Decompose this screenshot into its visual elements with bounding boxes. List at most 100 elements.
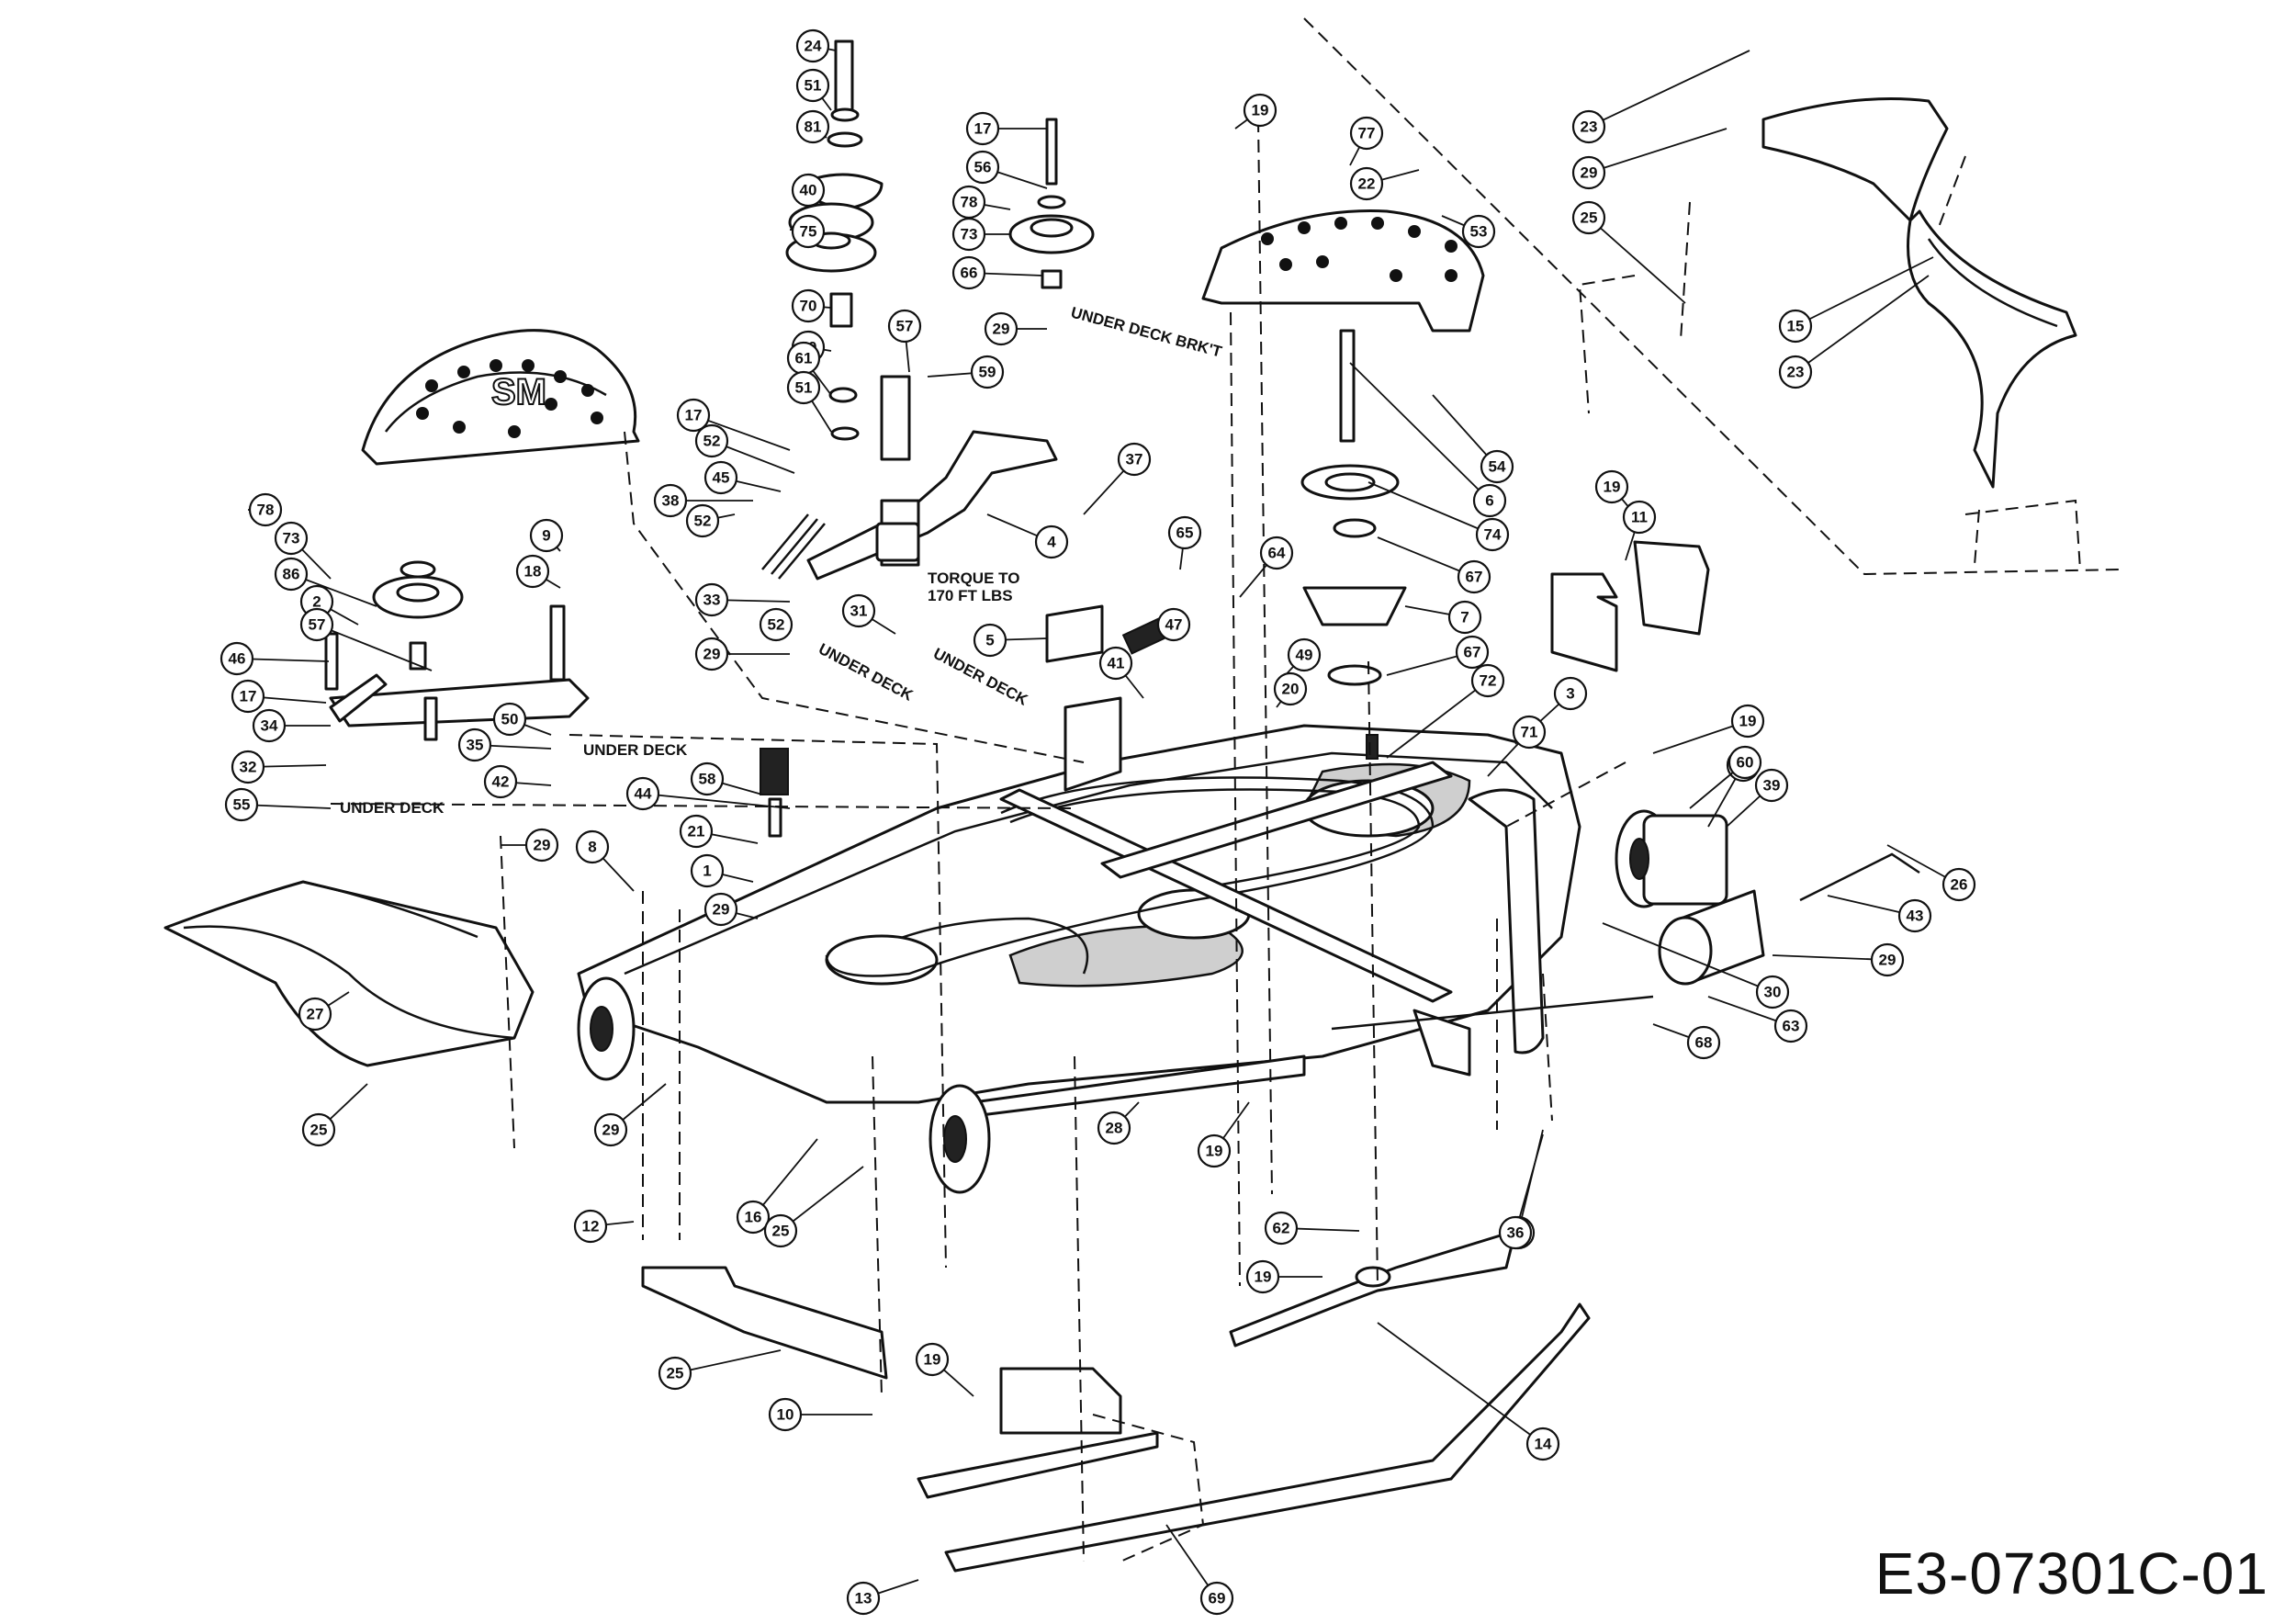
callout-7: 7 — [1404, 600, 1482, 635]
callout-circle — [984, 311, 1019, 346]
callout-leader — [1377, 536, 1475, 578]
callout-19: 19 — [915, 1342, 974, 1397]
belt-guard-bracket — [1045, 604, 1122, 792]
callout-leader — [1588, 217, 1686, 304]
callout-47: 47 — [1156, 607, 1191, 642]
callout-10: 10 — [768, 1397, 872, 1432]
callout-number: 51 — [795, 379, 813, 397]
callout-leader — [642, 793, 791, 809]
callout-number: 66 — [961, 265, 978, 282]
callout-circle — [759, 607, 793, 642]
bagger-section-divider — [1303, 17, 2122, 576]
callout-circle — [1941, 867, 1976, 902]
left-idler-assembly — [324, 560, 590, 741]
callout-circle — [483, 764, 518, 799]
callout-number: 21 — [688, 823, 705, 840]
callout-number: 25 — [667, 1365, 684, 1382]
callout-9: 9 — [529, 518, 564, 553]
callout-number: 69 — [1209, 1590, 1226, 1607]
deck-lift-frame — [999, 761, 1545, 1077]
callout-number: 62 — [1273, 1220, 1290, 1237]
callout-29: 29 — [1772, 942, 1905, 977]
callout-71: 71 — [1487, 715, 1547, 777]
callout-number: 19 — [1252, 102, 1269, 119]
callout-number: 35 — [467, 737, 484, 754]
callout-number: 47 — [1165, 616, 1183, 634]
callout-86: 86 — [274, 557, 377, 607]
callout-number: 24 — [805, 38, 822, 55]
callout-circle — [1594, 469, 1629, 504]
callout-number: 5 — [985, 632, 994, 649]
callout-circle — [492, 702, 527, 737]
idler-arm — [806, 375, 1058, 581]
callout-number: 9 — [542, 527, 550, 545]
callout-number: 72 — [1480, 672, 1497, 690]
callout-circle — [1622, 500, 1657, 535]
callout-circle — [1897, 898, 1932, 933]
callout-leader — [1652, 720, 1749, 754]
callout-number: 57 — [309, 616, 326, 634]
callout-leader — [1795, 256, 1934, 327]
baffle-plate-12 — [641, 1266, 888, 1380]
callout-circle — [653, 483, 688, 518]
callout-31: 31 — [841, 593, 896, 635]
callout-29: 29 — [1571, 128, 1728, 190]
callout-circle — [274, 521, 309, 556]
callout-20: 20 — [1273, 671, 1308, 708]
callout-circle — [1264, 1211, 1299, 1246]
callout-65: 65 — [1167, 515, 1202, 570]
callout-number: 81 — [805, 118, 822, 136]
mower-blade — [1229, 1229, 1517, 1348]
callout-number: 10 — [777, 1406, 794, 1424]
callout-circle — [1480, 449, 1514, 484]
callout-leader — [692, 414, 791, 451]
callout-number: 54 — [1489, 458, 1506, 476]
callout-number: 56 — [974, 159, 992, 176]
callout-leader — [1349, 362, 1491, 502]
callout-number: 26 — [1951, 876, 1968, 894]
callout-27: 27 — [298, 991, 350, 1032]
callout-32: 32 — [231, 750, 327, 784]
pulley-cover-right — [1201, 209, 1485, 333]
callout-circle — [1571, 109, 1606, 144]
callout-circle — [1571, 200, 1606, 235]
callout-51: 51 — [786, 370, 832, 433]
callout-circle — [973, 623, 1007, 658]
callout-circle — [951, 217, 986, 252]
callout-circle — [1349, 166, 1384, 201]
callout-21: 21 — [679, 814, 759, 849]
callout-circle — [1199, 1581, 1234, 1616]
callout-number: 37 — [1126, 451, 1143, 468]
callout-number: 74 — [1484, 526, 1502, 544]
callout-circle — [248, 492, 283, 527]
callout-circle — [593, 1112, 628, 1147]
callout-16: 16 — [736, 1138, 818, 1235]
callout-number: 86 — [283, 566, 300, 583]
callout-circle — [786, 370, 821, 405]
callout-38: 38 — [653, 483, 753, 518]
callout-15: 15 — [1778, 256, 1934, 344]
discharge-chute — [163, 880, 535, 1067]
callout-number: 14 — [1535, 1436, 1552, 1453]
callout-number: 4 — [1047, 534, 1056, 551]
callout-circle — [1156, 607, 1191, 642]
callout-number: 41 — [1108, 655, 1125, 672]
callout-13: 13 — [846, 1579, 919, 1616]
callout-29: 29 — [703, 892, 759, 927]
callout-circle — [1512, 715, 1547, 750]
baffle-plate-13 — [944, 1303, 1591, 1573]
callout-number: 53 — [1470, 223, 1488, 241]
callout-30: 30 — [1602, 922, 1790, 1009]
callout-circle — [231, 679, 265, 714]
callout-6: 6 — [1349, 362, 1507, 518]
callout-number: 60 — [1737, 754, 1754, 772]
callout-circle — [795, 68, 830, 103]
callout-circle — [219, 641, 254, 676]
callout-78: 78 — [248, 492, 283, 527]
callout-18: 18 — [515, 554, 561, 589]
part-callouts: 2451814075704061511752453852335229311756… — [219, 28, 1976, 1616]
callout-23: 23 — [1778, 275, 1930, 389]
callout-52: 52 — [759, 607, 793, 642]
callout-number: 25 — [772, 1223, 790, 1240]
